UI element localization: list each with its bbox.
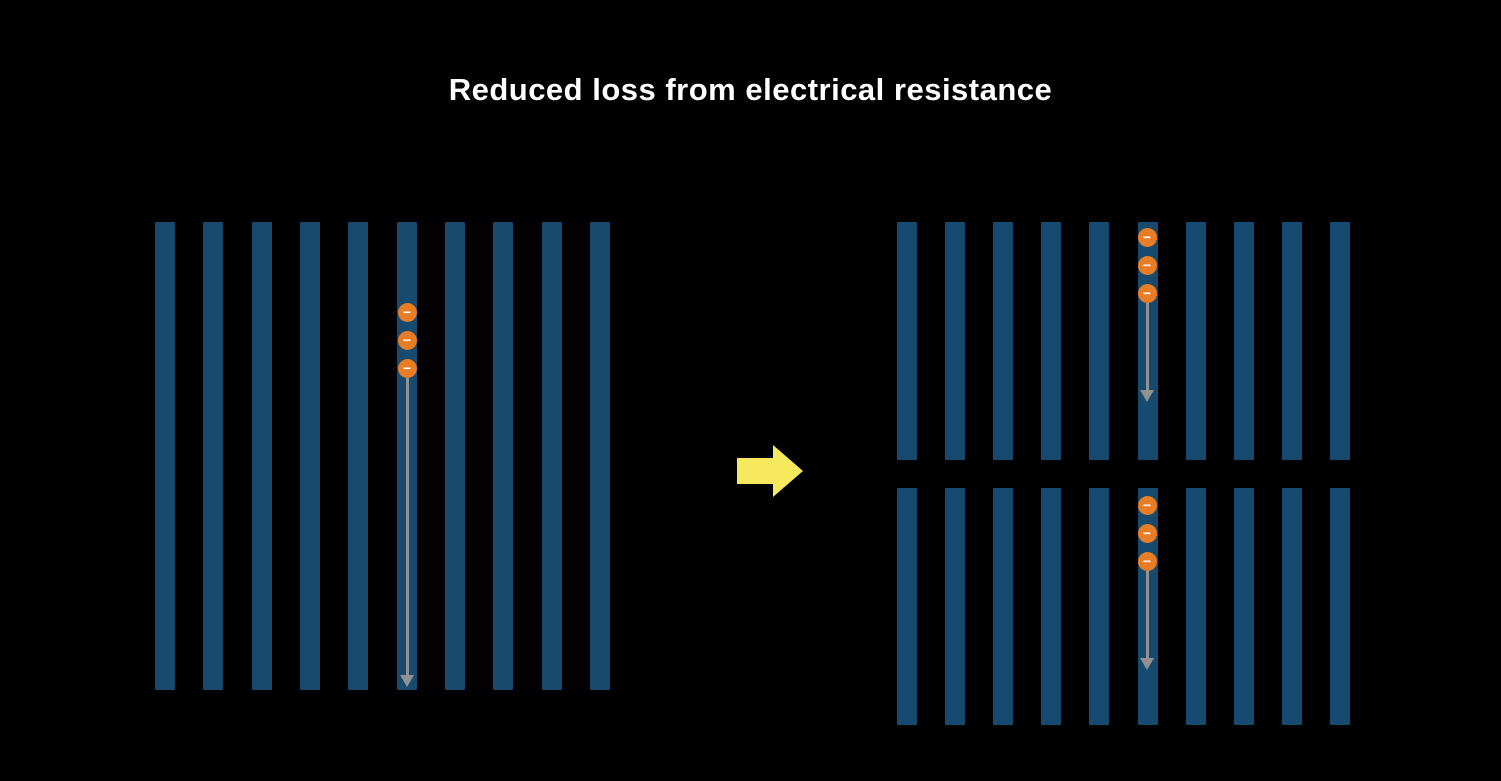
busbar: [1329, 488, 1350, 725]
busbar: [945, 488, 966, 725]
busbar: [1233, 488, 1254, 725]
busbar: [1281, 222, 1302, 460]
busbar: [897, 488, 917, 725]
busbar: [541, 222, 562, 690]
busbar: [1329, 222, 1350, 460]
right-top-busbar-group: [897, 222, 1350, 460]
electron-icon: −: [1137, 284, 1157, 303]
busbar: [1281, 488, 1302, 725]
left-busbar-panel: − − −: [155, 222, 610, 690]
right-top-electron-flow: − − −: [1137, 228, 1157, 402]
flow-arrow-shaft: [1145, 303, 1149, 390]
busbar: [493, 222, 514, 690]
busbar: [945, 222, 966, 460]
electron-icon: −: [1137, 228, 1157, 247]
busbar: [1233, 222, 1254, 460]
busbar: [155, 222, 175, 690]
busbar: [1041, 222, 1062, 460]
right-arrow-icon: [737, 445, 803, 497]
right-bottom-electron-flow: − − −: [1137, 496, 1157, 670]
flow-arrow-head-icon: [400, 675, 414, 687]
left-electron-flow: − − −: [397, 303, 417, 687]
busbar: [251, 222, 272, 690]
busbar: [203, 222, 224, 690]
left-busbar-group: [155, 222, 610, 690]
electron-icon: −: [1137, 552, 1157, 571]
right-top-busbar-panel: − − −: [897, 222, 1350, 460]
electron-icon: −: [397, 331, 417, 350]
busbar: [897, 222, 917, 460]
busbar: [444, 222, 465, 690]
right-arrow-shape: [737, 445, 803, 497]
busbar: [299, 222, 320, 690]
busbar: [993, 222, 1014, 460]
right-bottom-busbar-group: [897, 488, 1350, 725]
busbar: [1041, 488, 1062, 725]
electron-icon: −: [1137, 496, 1157, 515]
right-bottom-busbar-panel: − − −: [897, 488, 1350, 725]
busbar: [1185, 488, 1206, 725]
flow-arrow-head-icon: [1140, 658, 1154, 670]
electron-icon: −: [1137, 256, 1157, 275]
busbar: [348, 222, 369, 690]
electron-icon: −: [1137, 524, 1157, 543]
busbar: [589, 222, 610, 690]
busbar: [1089, 222, 1110, 460]
busbar: [1185, 222, 1206, 460]
electron-icon: −: [397, 303, 417, 322]
flow-arrow-shaft: [405, 378, 409, 675]
busbar: [993, 488, 1014, 725]
flow-arrow-shaft: [1145, 571, 1149, 658]
page-title: Reduced loss from electrical resistance: [448, 72, 1053, 107]
flow-arrow-head-icon: [1140, 390, 1154, 402]
electron-icon: −: [397, 359, 417, 378]
busbar: [1089, 488, 1110, 725]
